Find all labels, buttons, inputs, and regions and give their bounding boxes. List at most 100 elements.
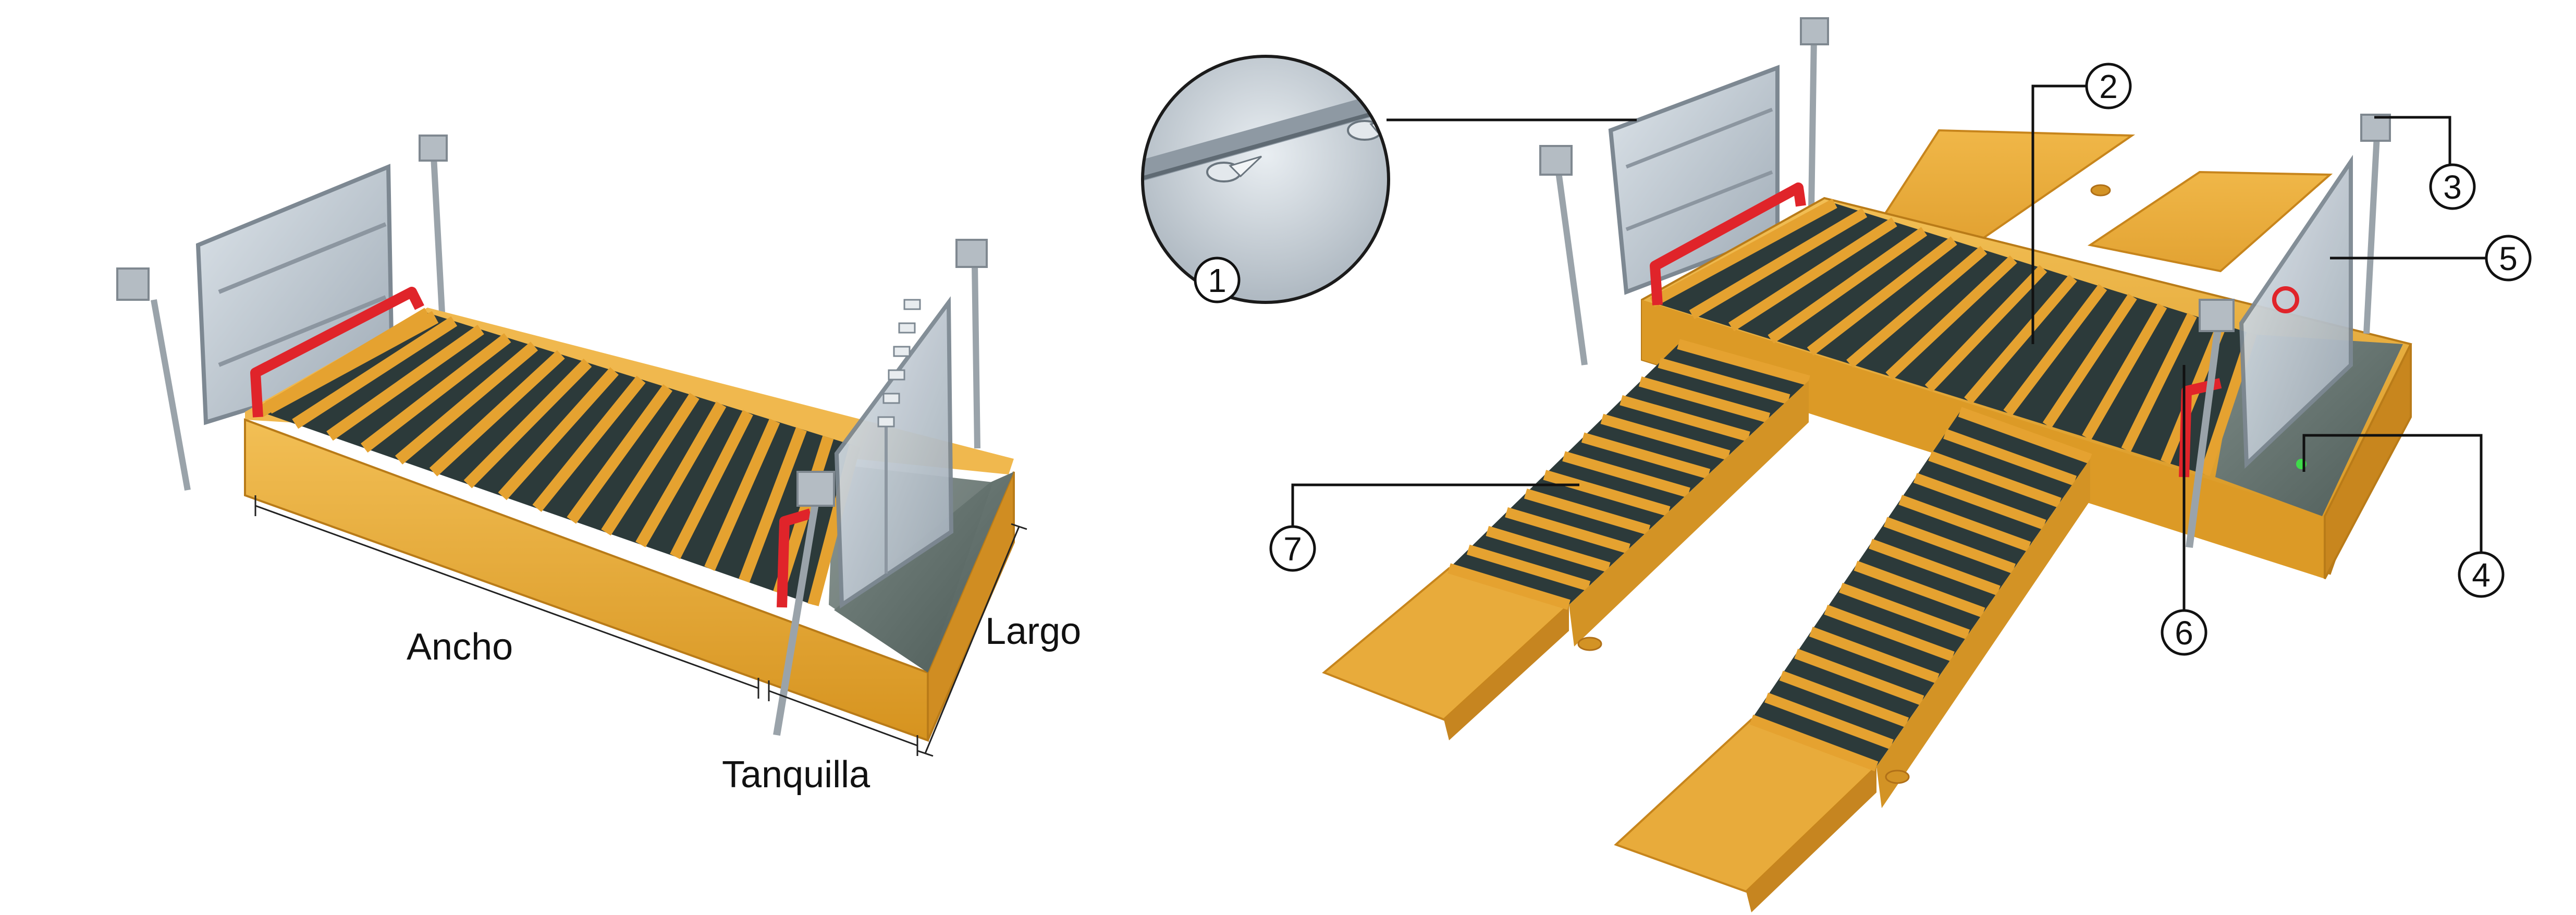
grating-slat: [361, 333, 511, 453]
grating-slat: [1448, 563, 1571, 610]
grating-slat: [1885, 255, 2017, 380]
grating-slat: [1794, 649, 1924, 705]
grating-slat: [326, 324, 484, 441]
grating-slat: [2042, 294, 2137, 429]
largo-label: Largo: [985, 611, 1081, 652]
right-sensor-pole-back: [1800, 17, 1829, 209]
svg-text:6: 6: [2175, 614, 2193, 652]
callout-leaders: [1291, 84, 2486, 610]
grating-slat: [1638, 376, 1771, 423]
grating-slat: [567, 384, 673, 524]
grating-slat: [1562, 451, 1690, 498]
grating-slat: [498, 367, 619, 501]
right-side-spray-panel: [2239, 154, 2353, 469]
grating-slat: [1600, 413, 1731, 460]
grating-slat: [1620, 395, 1750, 442]
sensor-box-icon: [796, 471, 835, 507]
callout-7: 7: [1269, 525, 1316, 572]
grating-slat: [635, 401, 727, 547]
right-sensor-pole-left: [1539, 145, 1588, 365]
ancho-label: Ancho: [407, 626, 513, 668]
grating-slat: [1958, 407, 2092, 464]
grating-slat: [601, 393, 700, 536]
grating-slat: [463, 358, 592, 489]
grating-slat: [1689, 208, 1868, 320]
grating-slat: [670, 410, 753, 559]
left-dimension-lines: [254, 495, 1027, 757]
grating-slat: [1924, 265, 2047, 392]
grating-slat: [1658, 358, 1790, 405]
sensor-box-icon: [419, 135, 448, 162]
left-red-rail: [250, 287, 812, 608]
front-right-ramp: [1614, 407, 2092, 912]
grating-slat: [2082, 303, 2167, 441]
grating-slat: [1869, 539, 2001, 596]
grating-slat: [1677, 339, 1810, 386]
sensor-box-icon: [1800, 17, 1829, 45]
callout-1: 1: [1194, 257, 1241, 303]
callout-6: 6: [2161, 609, 2207, 656]
grating-slat: [1838, 582, 1970, 640]
grating-slat: [292, 316, 458, 429]
front-left-ramp: [1322, 339, 1810, 740]
right-sensor-pole-front: [2186, 299, 2235, 548]
grating-slat: [1807, 236, 1957, 356]
grating-slat: [1928, 450, 2062, 508]
sensor-box-icon: [116, 267, 150, 301]
left-sensor-pole-far: [116, 267, 191, 491]
grating-slat: [1809, 627, 1940, 684]
grating-slat: [395, 341, 538, 465]
svg-text:7: 7: [1283, 530, 1302, 568]
grating-slat: [1913, 473, 2046, 530]
grating-slat: [1749, 714, 1879, 772]
right-unit: 1 2 3 4 5 6 7: [1141, 17, 2532, 912]
grating-slat: [1964, 274, 2077, 405]
callout-5: 5: [2485, 235, 2532, 282]
left-sensor-pole-front: [773, 471, 835, 736]
left-side-spray-panel: [834, 296, 954, 609]
svg-text:2: 2: [2099, 68, 2118, 105]
back-right-ramp: [2087, 170, 2333, 273]
grating-slat: [1650, 199, 1837, 307]
grating-slat: [1524, 489, 1651, 535]
grating-slat: [1543, 470, 1671, 517]
grating-slat: [1854, 560, 1985, 618]
grating-slat: [1768, 227, 1928, 344]
callout-2: 2: [2085, 63, 2132, 109]
svg-text:5: 5: [2499, 240, 2518, 277]
sensor-box-icon: [2360, 114, 2391, 142]
grating-slat: [257, 308, 431, 417]
grating-slat: [2121, 312, 2197, 453]
left-grating: [257, 308, 861, 606]
sensor-box-icon: [1539, 145, 1573, 176]
grating-slat: [1883, 517, 2016, 574]
callout-4: 4: [2458, 551, 2505, 598]
right-sensor-pole-right: [2360, 114, 2391, 334]
grating-slat: [1764, 692, 1894, 750]
grating-slat: [1466, 544, 1591, 591]
grating-slat: [1943, 429, 2077, 486]
right-grating: [1650, 199, 2257, 477]
grating-slat: [739, 427, 807, 583]
sensor-box-icon: [955, 239, 988, 268]
grating-slat: [1779, 670, 1909, 728]
grating-slat: [429, 350, 565, 477]
left-sensor-pole-back: [419, 135, 448, 313]
grating-slat: [532, 375, 646, 512]
grating-slat: [1846, 246, 1988, 368]
svg-text:3: 3: [2443, 168, 2462, 206]
left-unit: Ancho Largo Tanquilla: [116, 135, 1081, 796]
sensor-box-icon: [2199, 299, 2235, 332]
tanquilla-label: Tanquilla: [722, 754, 870, 796]
grating-slat: [704, 418, 780, 571]
grating-slat: [1505, 507, 1630, 554]
left-sensor-pole-right: [955, 239, 988, 449]
grating-slat: [1898, 495, 2031, 552]
grating-slat: [1728, 217, 1897, 332]
svg-text:4: 4: [2472, 556, 2491, 594]
ramp-lug: [1885, 770, 1910, 784]
ramp-lug: [1577, 637, 1602, 651]
grating-slat: [1824, 604, 1955, 662]
